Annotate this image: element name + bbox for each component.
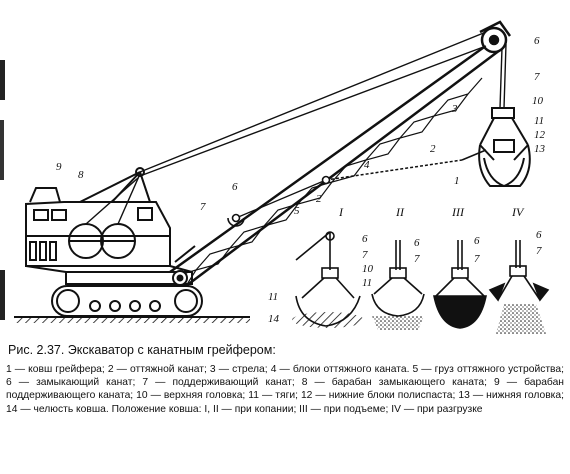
label-4: 4 xyxy=(364,159,370,171)
label-i-14: 14 xyxy=(268,313,280,325)
ground-line xyxy=(14,316,250,323)
label-i-10: 10 xyxy=(362,263,374,275)
label-7-boom: 7 xyxy=(200,201,206,213)
position-label-1: I xyxy=(338,205,344,219)
scan-edge-marks xyxy=(0,60,5,320)
gantry-frame xyxy=(79,167,151,203)
figure-labels: 1 2 3 4 5 6 7 8 9 10 11 12 13 6 7 2 I II… xyxy=(56,35,546,325)
label-iii-7: 7 xyxy=(474,253,480,265)
label-i-11b: 11 xyxy=(268,291,278,303)
boom-lattice xyxy=(169,38,501,287)
position-label-2: II xyxy=(395,205,405,219)
excavator-cab xyxy=(25,187,196,285)
label-ii-6: 6 xyxy=(414,237,420,249)
label-iv-6: 6 xyxy=(536,229,542,241)
grab-position-1 xyxy=(292,231,364,328)
caption-title: Рис. 2.37. Экскаватор с канатным грейфер… xyxy=(8,343,276,357)
drum-closing-rope xyxy=(68,223,104,259)
label-11: 11 xyxy=(534,115,544,127)
grab-position-3 xyxy=(433,240,487,329)
label-9: 9 xyxy=(56,161,62,173)
label-5: 5 xyxy=(294,205,300,217)
boom-foot xyxy=(172,270,188,286)
grab-position-2 xyxy=(371,240,425,330)
label-3: 3 xyxy=(451,103,458,115)
position-label-3: III xyxy=(451,205,465,219)
label-1: 1 xyxy=(454,175,460,187)
position-label-4: IV xyxy=(511,205,525,219)
label-6-boom: 6 xyxy=(232,181,238,193)
label-iv-7: 7 xyxy=(536,245,542,257)
label-6-main: 6 xyxy=(534,35,540,47)
label-i-11a: 11 xyxy=(362,277,372,289)
crawler-track xyxy=(51,285,203,317)
boom-head-sheave xyxy=(479,20,512,54)
label-8: 8 xyxy=(78,169,84,181)
grab-bucket-main xyxy=(478,107,531,188)
label-iii-6: 6 xyxy=(474,235,480,247)
label-13: 13 xyxy=(534,143,546,155)
tag-line xyxy=(227,149,487,227)
label-12: 12 xyxy=(534,129,546,141)
closing-and-holding-ropes xyxy=(85,31,507,225)
label-ii-7: 7 xyxy=(414,253,420,265)
label-i-7: 7 xyxy=(362,249,368,261)
label-10: 10 xyxy=(532,95,544,107)
label-2: 2 xyxy=(430,143,436,155)
label-i-6: 6 xyxy=(362,233,368,245)
figure-caption: Рис. 2.37. Экскаватор с канатным грейфер… xyxy=(6,342,564,416)
excavator-grab-figure: 1 2 3 4 5 6 7 8 9 10 11 12 13 6 7 2 I II… xyxy=(0,20,550,334)
label-7-main: 7 xyxy=(534,71,540,83)
caption-legend: 1 — ковш грейфера; 2 — оттяжной канат; 3… xyxy=(6,364,564,415)
drum-holding-rope xyxy=(100,223,136,259)
grab-position-4 xyxy=(488,240,550,334)
label-2-boom: 2 xyxy=(316,193,322,205)
